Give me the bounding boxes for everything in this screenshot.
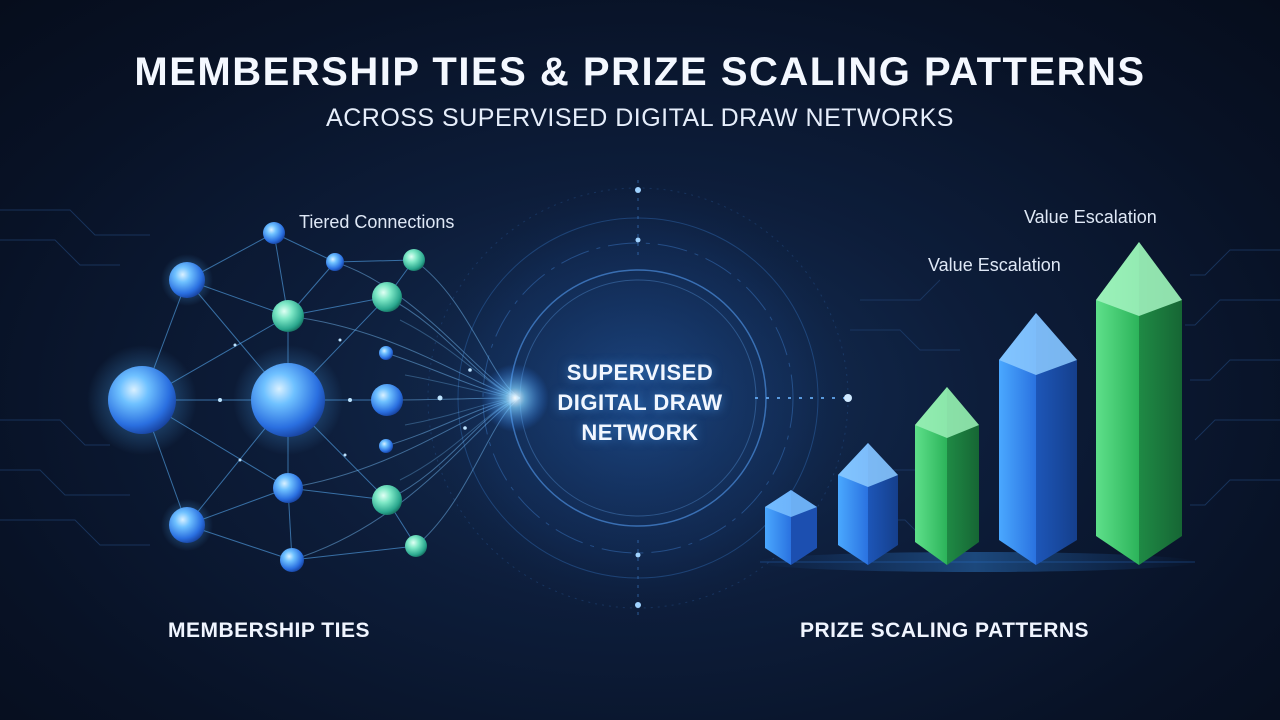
value-escalation-annotation: Value Escalation [928,255,1061,275]
node [169,507,205,543]
node [405,535,427,557]
node [403,249,425,271]
node [372,485,402,515]
crystal-4 [999,313,1077,565]
node [372,282,402,312]
crystal-1 [765,490,817,565]
node [379,346,393,360]
page-title: MEMBERSHIP TIES & PRIZE SCALING PATTERNS [134,50,1146,94]
crystal-3 [915,387,979,565]
node [272,300,304,332]
node-large-center [251,363,325,437]
stream-convergence-glow [481,364,549,432]
hub-title-line: DIGITAL DRAW [557,390,723,415]
crystal-2 [838,443,898,565]
sparkles [218,338,472,462]
node [326,253,344,271]
prize-scaling-label: PRIZE SCALING PATTERNS [800,619,1090,642]
network-nodes [87,222,427,572]
node [273,473,303,503]
node [169,262,205,298]
membership-ties-label: MEMBERSHIP TIES [168,619,370,642]
node [371,384,403,416]
prize-crystals [765,242,1182,565]
tiered-connections-annotation: Tiered Connections [299,212,455,232]
hub-rings [408,168,868,628]
hub-title-line: NETWORK [581,420,699,445]
node [263,222,285,244]
value-escalation-annotation: Value Escalation [1024,207,1157,227]
node-large-left [108,366,176,434]
hub-title-line: SUPERVISED [566,360,714,385]
page-subtitle: ACROSS SUPERVISED DIGITAL DRAW NETWORKS [326,104,954,132]
node [379,439,393,453]
node [280,548,304,572]
crystal-5 [1096,242,1182,565]
